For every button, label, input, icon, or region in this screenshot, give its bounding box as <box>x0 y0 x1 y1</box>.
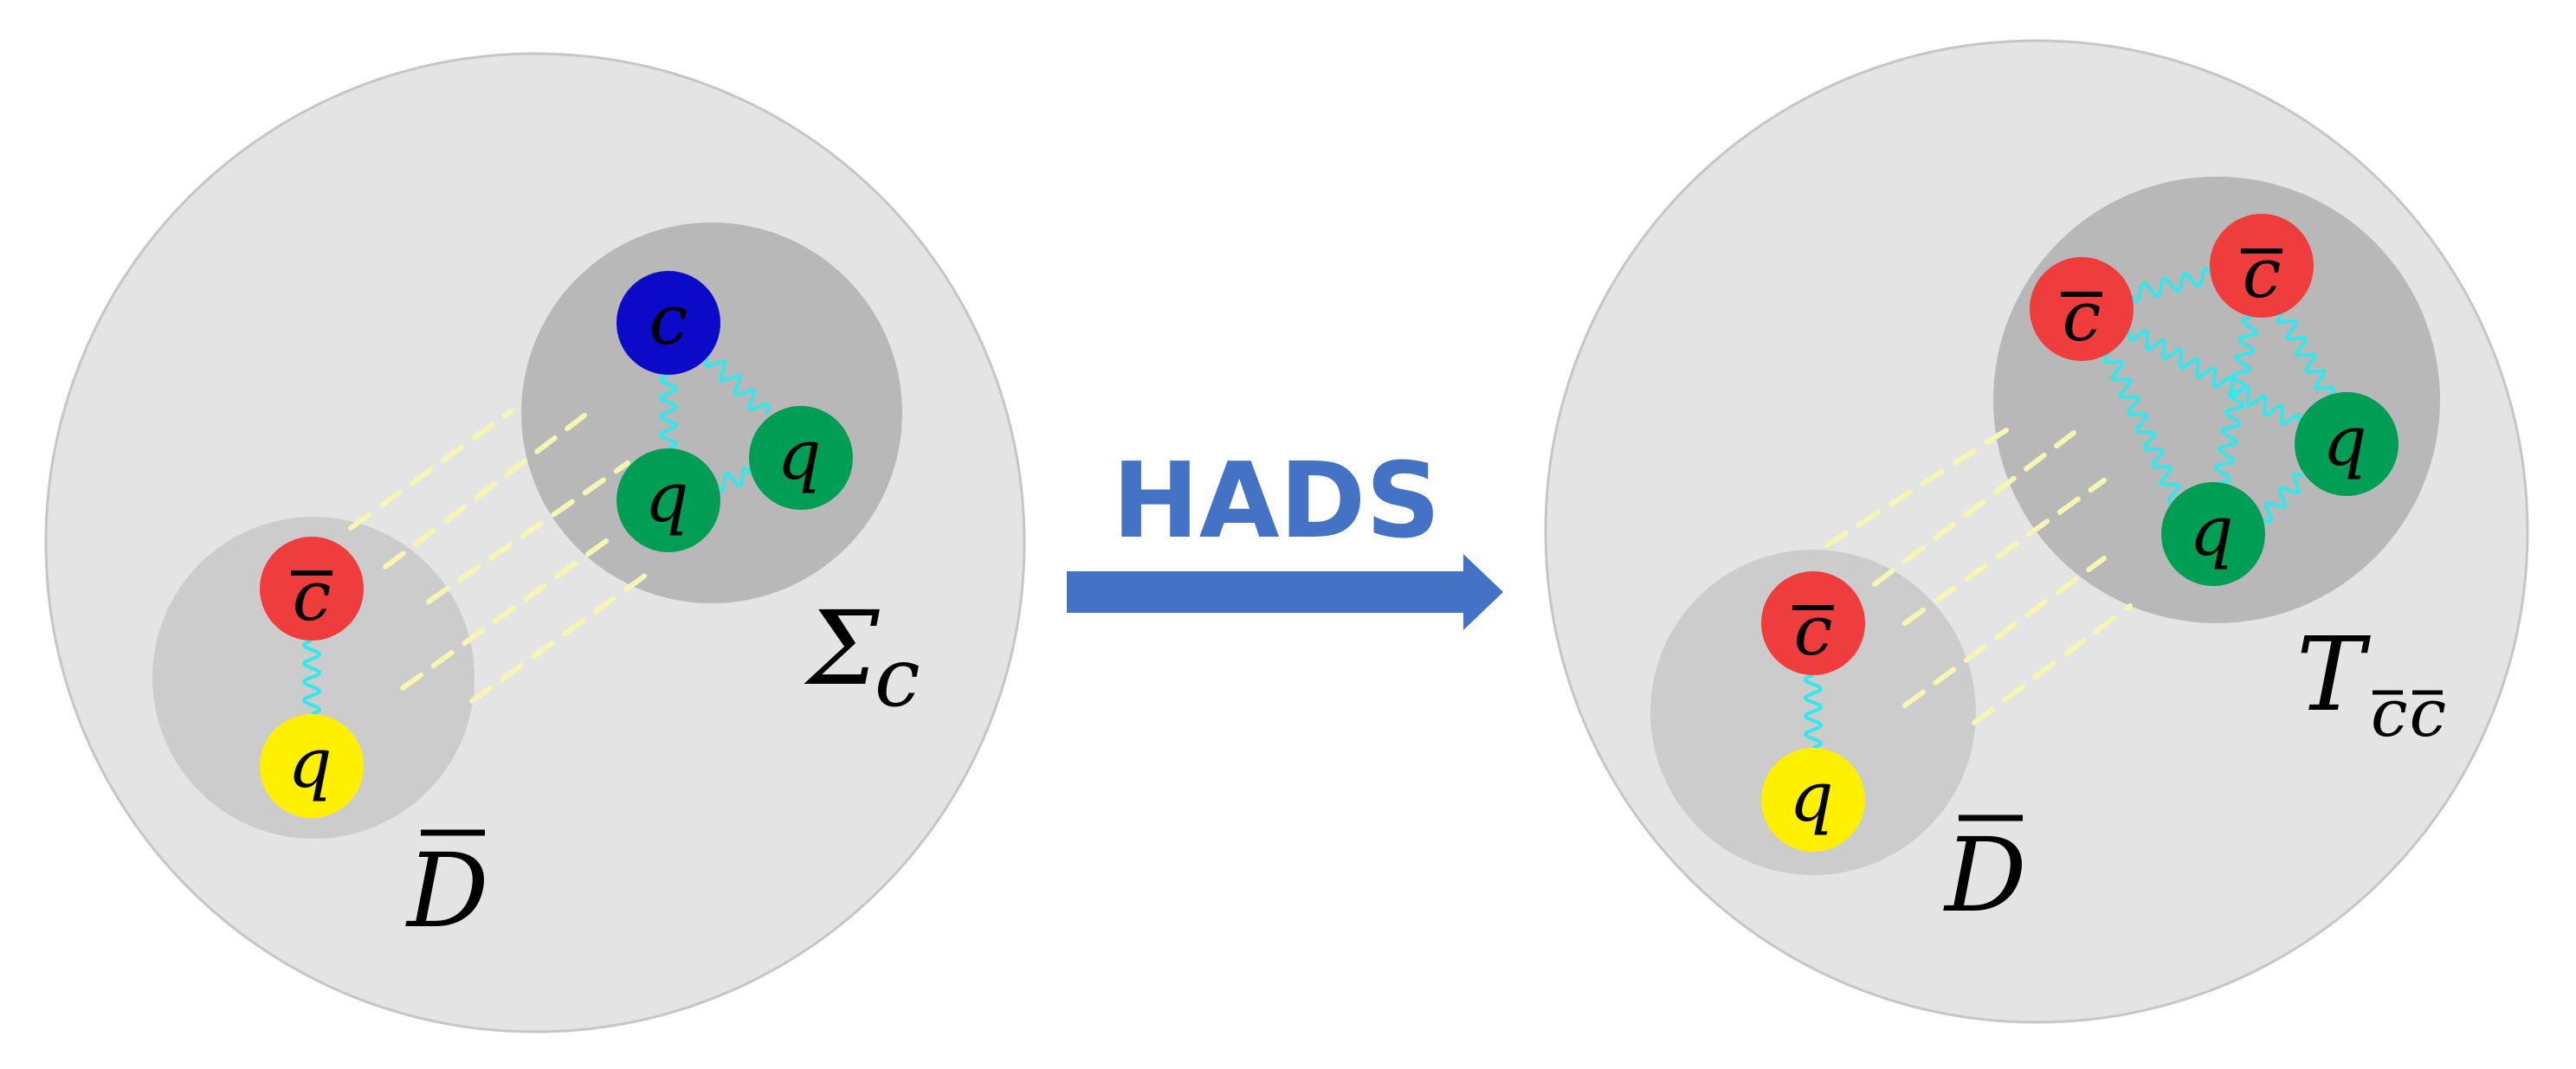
hads-arrow: HADS <box>1067 441 1503 630</box>
quark-q: q <box>260 714 364 818</box>
arrow-shape <box>1067 554 1503 630</box>
left-gluons <box>301 356 771 716</box>
gluon-r3 <box>2127 329 2302 426</box>
left-baryon-blob <box>521 222 902 603</box>
right-tetraquark-label: T cc <box>2296 615 2448 751</box>
gluon-r7 <box>1803 673 1824 750</box>
svg-text:D: D <box>405 831 489 950</box>
gluon-r4 <box>2213 316 2259 484</box>
svg-text:c: c <box>875 631 920 725</box>
quark-label: q <box>2322 401 2366 481</box>
quark-label: q <box>644 457 688 538</box>
svg-text:Σ: Σ <box>804 589 880 708</box>
quark-label: c <box>649 280 688 360</box>
quark-anti-c: c <box>2210 214 2314 318</box>
arrow-label: HADS <box>1112 441 1440 562</box>
gluon-r6 <box>2261 472 2304 524</box>
quark-q: q <box>2161 482 2265 586</box>
right-gluons <box>1803 267 2336 750</box>
left-molecule: c q q c q Σ c D <box>44 52 1026 1034</box>
quark-label: q <box>287 723 332 803</box>
svg-text:cc: cc <box>2371 674 2448 751</box>
quark-anti-c: c <box>2030 257 2134 361</box>
gluon-q-q <box>713 466 753 493</box>
gluon-c-q <box>658 373 679 450</box>
gluon-r2 <box>2102 351 2189 512</box>
quark-label: q <box>777 415 821 495</box>
left-baryon-label: Σ c <box>804 589 920 725</box>
svg-text:D: D <box>1943 815 2027 935</box>
quark-label: q <box>2189 491 2233 571</box>
quark-label: c <box>1794 590 1833 671</box>
left-exchange-lines <box>348 409 648 704</box>
left-meson-label: D <box>405 829 489 950</box>
right-exchange-lines <box>1824 426 2133 725</box>
quark-c: c <box>617 271 720 375</box>
gluon-r5 <box>2276 312 2336 398</box>
quark-label: q <box>1789 757 1833 837</box>
quark-label: c <box>2063 276 2101 357</box>
quark-q: q <box>1761 748 1865 852</box>
right-molecule: c c q q c q T cc <box>1544 39 2529 1024</box>
right-meson-label: D <box>1943 815 2027 935</box>
gluon-cbar-q <box>301 639 322 716</box>
gluon-r1 <box>2128 267 2214 303</box>
quark-anti-c: c <box>1761 571 1865 675</box>
quark-anti-c: c <box>260 537 364 641</box>
quark-q: q <box>2295 392 2398 496</box>
left-hadron-outer <box>44 52 1026 1034</box>
quark-q: q <box>617 448 720 552</box>
svg-text:T: T <box>2296 615 2371 734</box>
quark-q: q <box>749 406 853 510</box>
quark-label: c <box>2243 233 2282 313</box>
quark-label: c <box>293 556 332 636</box>
gluon-c-q2 <box>704 356 771 415</box>
